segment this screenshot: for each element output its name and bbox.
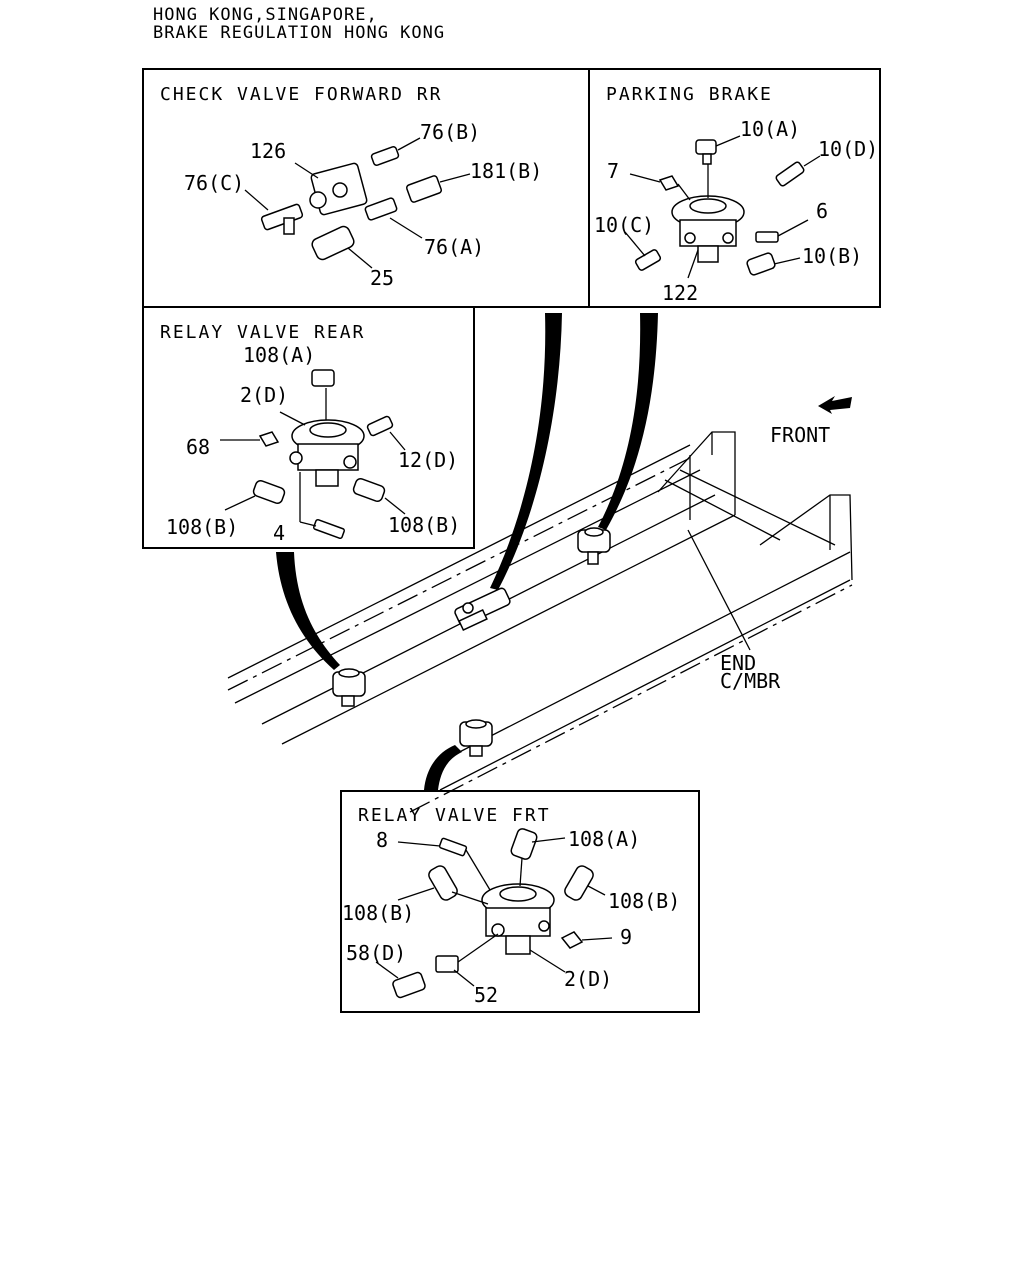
relay-rear-title: RELAY VALVE REAR [160,322,365,343]
label-76c: 76(C) [184,171,244,195]
panel-parking-brake [588,68,881,308]
front-label: FRONT [770,423,830,447]
label-52: 52 [474,983,498,1007]
label-8: 8 [376,828,388,852]
callout-check-valve [490,313,562,590]
label-76a: 76(A) [424,235,484,259]
label-126: 126 [250,139,286,163]
label-6: 6 [816,199,828,223]
label-76b: 76(B) [420,120,480,144]
callout-parking-brake [598,313,658,530]
label-4: 4 [273,521,285,545]
label-rear-108b-right: 108(B) [388,513,460,537]
label-rear-108a: 108(A) [243,343,315,367]
check-valve-title: CHECK VALVE FORWARD RR [160,84,442,105]
end-label-2: C/MBR [720,669,781,693]
label-frt-2d: 2(D) [564,967,612,991]
label-58d: 58(D) [346,941,406,965]
label-rear-2d: 2(D) [240,383,288,407]
label-frt-108b-left: 108(B) [342,901,414,925]
label-181b: 181(B) [470,159,542,183]
label-rear-108b-left: 108(B) [166,515,238,539]
frame-relay-valve-rear [332,668,366,707]
frame-parking-brake-valve [577,527,611,565]
panel-relay-valve-rear [142,306,475,549]
frame-relay-valve-frt [459,719,493,757]
parking-brake-title: PARKING BRAKE [606,84,773,105]
label-10b: 10(B) [802,244,862,268]
frame-check-valve [454,587,511,632]
callout-relay-rear [276,552,340,670]
label-9: 9 [620,925,632,949]
label-10a: 10(A) [740,117,800,141]
label-25: 25 [370,266,394,290]
panel-relay-valve-frt [340,790,700,1013]
label-12d: 12(D) [398,448,458,472]
header-line-1: HONG KONG,SINGAPORE, [153,5,378,25]
relay-frt-title: RELAY VALVE FRT [358,805,551,826]
end-label-1: END [720,651,756,675]
label-10c: 10(C) [594,213,654,237]
panel-check-valve [142,68,590,308]
label-7: 7 [607,159,619,183]
label-frt-108a: 108(A) [568,827,640,851]
label-122: 122 [662,281,698,305]
header-line-2: BRAKE REGULATION HONG KONG [153,23,445,43]
label-10d: 10(D) [818,137,878,161]
callout-relay-frt [424,745,462,790]
label-frt-108b-right: 108(B) [608,889,680,913]
label-68: 68 [186,435,210,459]
